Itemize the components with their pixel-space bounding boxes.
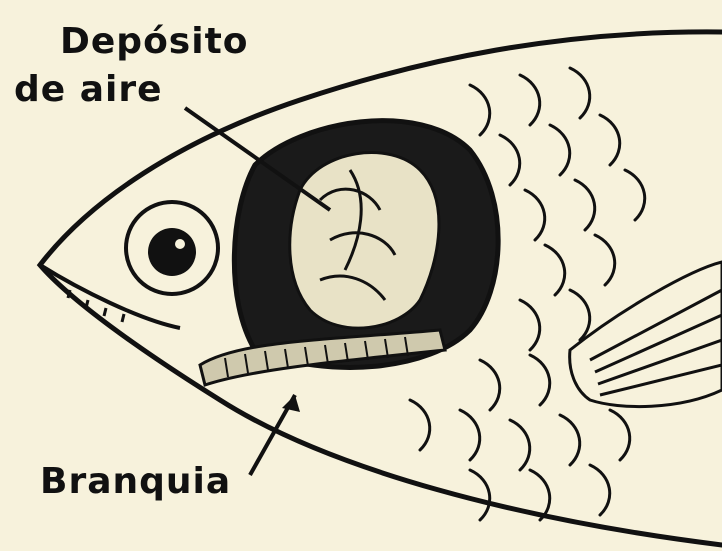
pectoral-fin bbox=[570, 262, 722, 407]
fish-eye bbox=[126, 202, 218, 294]
air-reservoir-label-line1: Depósito bbox=[60, 22, 249, 62]
gill-chamber bbox=[200, 121, 498, 385]
air-reservoir-organ bbox=[290, 153, 439, 329]
fish-mouth bbox=[40, 265, 180, 328]
air-reservoir-label-line2: de aire bbox=[14, 70, 163, 110]
gill-label: Branquia bbox=[40, 462, 231, 502]
